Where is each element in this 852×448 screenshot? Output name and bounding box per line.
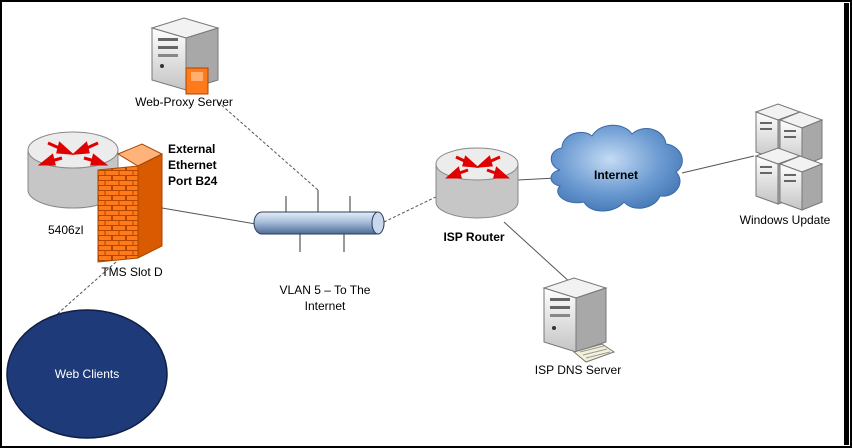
isp-router-label: ISP Router [443, 230, 504, 244]
vlan-label-line1: VLAN 5 – To The [280, 283, 371, 297]
router-icon [27, 131, 119, 209]
cloud-icon [550, 124, 683, 212]
link-router-cloud [517, 177, 557, 181]
switch-5406zl-label: 5406zl [48, 223, 83, 237]
server-tower-icon [150, 17, 220, 95]
isp-dns-server[interactable]: ISP DNS Server [535, 277, 621, 377]
switch-5406zl[interactable]: 5406zl [27, 131, 119, 237]
link-router-dns [503, 221, 573, 285]
server-tower-icon [542, 277, 616, 363]
tms-slot-label: TMS Slot D [101, 265, 163, 279]
vlan-label-line2: Internet [305, 299, 346, 313]
firewall-icon [97, 143, 164, 263]
svg-text:External: External [168, 142, 215, 156]
web-proxy-label: Web-Proxy Server [135, 95, 233, 109]
link-vlan-router [383, 193, 443, 223]
internet-cloud[interactable]: Internet [550, 124, 683, 212]
internet-label: Internet [594, 168, 638, 182]
isp-dns-label: ISP DNS Server [535, 363, 621, 377]
vlan-bus[interactable]: VLAN 5 – To The Internet [253, 190, 385, 313]
svg-text:Ethernet: Ethernet [168, 158, 217, 172]
router-icon [435, 147, 519, 219]
link-cloud-windows [681, 155, 755, 174]
isp-router[interactable]: ISP Router [435, 147, 519, 244]
network-bus-icon [253, 190, 385, 252]
windows-update[interactable]: Windows Update [740, 103, 831, 227]
web-clients[interactable]: Web Clients [6, 309, 168, 439]
web-clients-circle [6, 309, 168, 439]
link-proxy-vlan [217, 101, 319, 191]
external-port-label: External Ethernet Port B24 [168, 142, 218, 188]
web-clients-label: Web Clients [55, 367, 119, 381]
web-proxy-server[interactable]: Web-Proxy Server [135, 17, 233, 109]
link-firewall-vlan [161, 207, 257, 225]
svg-text:Port B24: Port B24 [168, 174, 218, 188]
firewall-tms[interactable]: TMS Slot D [97, 143, 164, 279]
server-cluster-icon [754, 103, 824, 211]
connection-lines [45, 101, 755, 325]
windows-update-label: Windows Update [740, 213, 831, 227]
